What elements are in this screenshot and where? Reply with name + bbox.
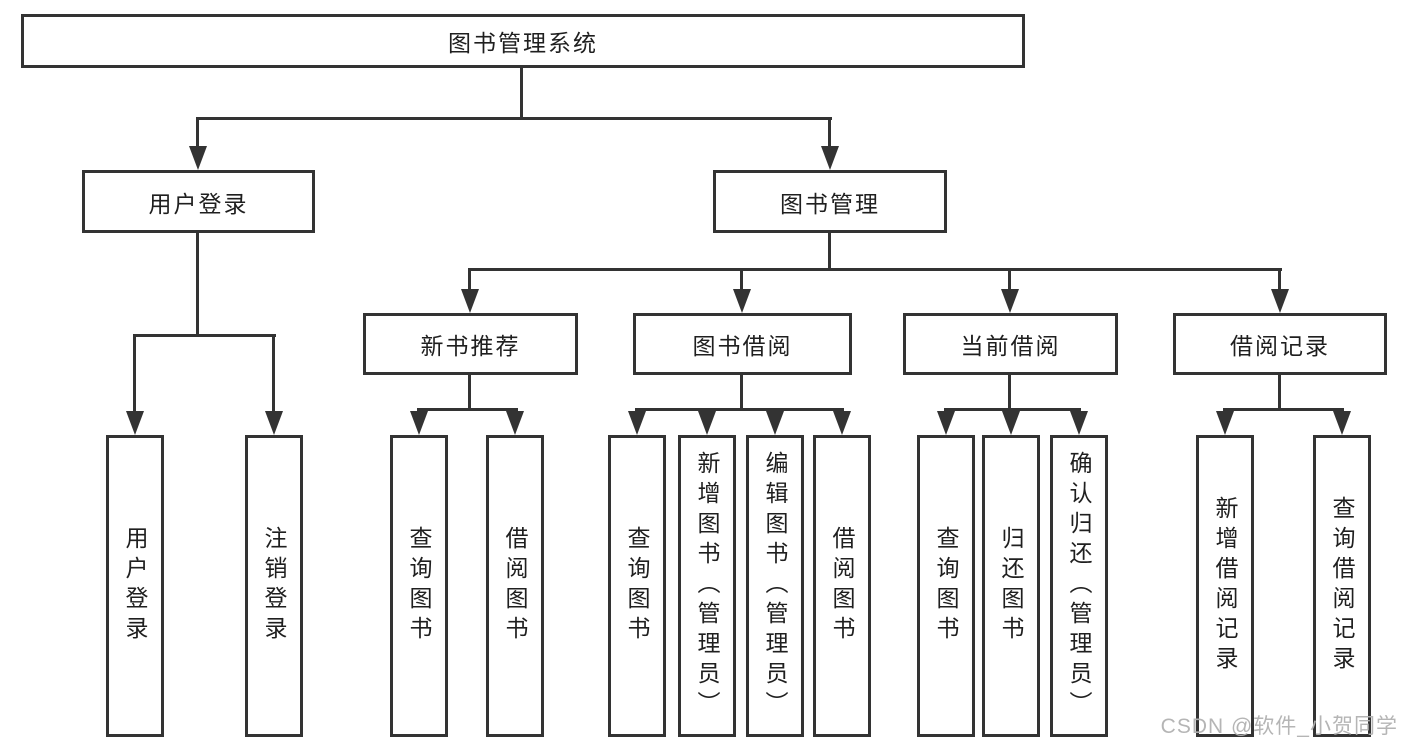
arrow-down-icon (766, 411, 784, 435)
node-borrowing-records: 借阅记录 (1173, 313, 1387, 375)
connector-line (944, 408, 1081, 411)
leaf-add-borrow-record: 新增借阅记录 (1196, 435, 1254, 737)
leaf-label: 查询借阅记录 (1329, 496, 1355, 676)
connector-line (1008, 268, 1011, 291)
leaf-borrow-books-2: 借阅图书 (813, 435, 871, 737)
arrow-down-icon (126, 411, 144, 435)
leaf-label: 借阅图书 (829, 526, 855, 646)
connector-line (1223, 408, 1344, 411)
node-current-borrowing: 当前借阅 (903, 313, 1118, 375)
node-root-label: 图书管理系统 (448, 30, 598, 56)
leaf-label: 新增借阅记录 (1212, 496, 1238, 676)
leaf-label: 新增图书（管理员） (694, 451, 720, 721)
arrow-down-icon (833, 411, 851, 435)
leaf-label: 确认归还（管理员） (1066, 451, 1092, 721)
leaf-label: 注销登录 (261, 526, 287, 646)
arrow-down-icon (698, 411, 716, 435)
arrow-down-icon (265, 411, 283, 435)
arrow-down-icon (1002, 411, 1020, 435)
leaf-borrow-books-1: 借阅图书 (486, 435, 544, 737)
connector-line (196, 117, 832, 120)
arrow-down-icon (506, 411, 524, 435)
connector-line (1008, 375, 1011, 410)
connector-line (417, 408, 518, 411)
node-book-management-label: 图书管理 (780, 190, 880, 217)
node-current-borrowing-label: 当前借阅 (960, 333, 1061, 359)
arrow-down-icon (461, 289, 479, 313)
arrow-down-icon (1271, 289, 1289, 313)
connector-line (1278, 375, 1281, 410)
node-book-borrowing-label: 图书借阅 (692, 333, 793, 359)
leaf-query-books-2: 查询图书 (608, 435, 666, 737)
arrow-down-icon (410, 411, 428, 435)
arrow-down-icon (733, 289, 751, 313)
leaf-label: 借阅图书 (502, 526, 528, 646)
connector-line (740, 375, 743, 410)
leaf-return-book: 归还图书 (982, 435, 1040, 737)
connector-line (196, 233, 199, 337)
csdn-watermark: CSDN @软件_小贺同学 (1160, 715, 1398, 738)
node-book-borrowing: 图书借阅 (633, 313, 852, 375)
leaf-add-book-admin: 新增图书（管理员） (678, 435, 736, 737)
connector-line (133, 334, 276, 337)
node-new-book-recommend: 新书推荐 (363, 313, 578, 375)
connector-line (272, 334, 275, 412)
connector-line (133, 334, 136, 412)
leaf-label: 用户登录 (122, 526, 148, 646)
node-new-book-recommend-label: 新书推荐 (420, 333, 521, 359)
arrow-down-icon (1001, 289, 1019, 313)
node-book-management: 图书管理 (713, 170, 947, 233)
connector-line (468, 268, 471, 291)
node-root: 图书管理系统 (21, 14, 1025, 68)
connector-line (196, 117, 199, 149)
connector-line (740, 268, 743, 291)
leaf-label: 归还图书 (998, 526, 1024, 646)
leaf-label: 查询图书 (406, 526, 432, 646)
node-user-login: 用户登录 (82, 170, 315, 233)
connector-line (520, 68, 523, 118)
connector-line (468, 375, 471, 410)
connector-line (635, 408, 844, 411)
leaf-confirm-return-admin: 确认归还（管理员） (1050, 435, 1108, 737)
arrow-down-icon (189, 146, 207, 170)
leaf-label: 查询图书 (933, 526, 959, 646)
leaf-label: 编辑图书（管理员） (762, 451, 788, 721)
leaf-label: 查询图书 (624, 526, 650, 646)
connector-line (828, 117, 831, 149)
leaf-logout: 注销登录 (245, 435, 303, 737)
connector-line (468, 268, 1282, 271)
node-user-login-label: 用户登录 (148, 190, 249, 217)
arrow-down-icon (937, 411, 955, 435)
leaf-user-login: 用户登录 (106, 435, 164, 737)
arrow-down-icon (821, 146, 839, 170)
arrow-down-icon (1333, 411, 1351, 435)
arrow-down-icon (1070, 411, 1088, 435)
arrow-down-icon (1216, 411, 1234, 435)
connector-line (828, 233, 831, 270)
leaf-query-books-1: 查询图书 (390, 435, 448, 737)
leaf-query-books-3: 查询图书 (917, 435, 975, 737)
connector-line (1278, 268, 1281, 291)
arrow-down-icon (628, 411, 646, 435)
leaf-query-borrow-record: 查询借阅记录 (1313, 435, 1371, 737)
node-borrowing-records-label: 借阅记录 (1230, 333, 1330, 359)
leaf-edit-book-admin: 编辑图书（管理员） (746, 435, 804, 737)
